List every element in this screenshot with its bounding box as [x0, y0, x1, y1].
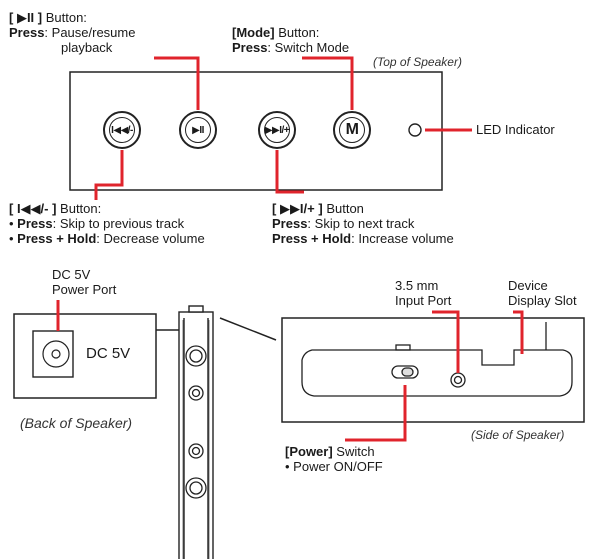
device-slot-line1: Device	[508, 278, 548, 293]
mode-press-text: : Switch Mode	[267, 40, 350, 55]
dc-port-label: DC 5V Power Port	[52, 267, 116, 297]
top-callout-lines	[94, 56, 472, 200]
device-slot-line2: Display Slot	[508, 293, 577, 308]
power-callout-bullet: • Power ON/OFF	[285, 459, 383, 474]
next-track-icon: ▶▶I/+	[264, 117, 290, 143]
dc-port-ring	[42, 340, 70, 368]
speaker-body-controls	[185, 345, 207, 499]
play-pause-button[interactable]: ▶II	[179, 111, 217, 149]
mode-button[interactable]: M	[333, 111, 371, 149]
mode-callout-title-bold: [Mode]	[232, 25, 275, 40]
play-press-text-2: playback	[61, 40, 113, 55]
prev-callout-title: Button:	[56, 201, 102, 216]
prev-press-text: : Skip to previous track	[52, 216, 185, 231]
prev-callout-icon: [ I◀◀/- ]	[9, 201, 57, 216]
mode-callout-title: Button:	[274, 25, 320, 40]
next-track-button[interactable]: ▶▶I/+	[258, 111, 296, 149]
prev-press-label: Press	[17, 216, 53, 231]
next-callout-icon: [ ▶▶I/+ ]	[272, 201, 323, 216]
mode-callout: [Mode] Button: Press: Switch Mode	[232, 25, 349, 55]
play-callout-icon: [ ▶II ]	[9, 10, 43, 25]
mode-icon: M	[339, 117, 365, 143]
top-caption: (Top of Speaker)	[373, 55, 462, 69]
power-callout: [Power] Switch • Power ON/OFF	[285, 444, 383, 474]
side-caption: (Side of Speaker)	[471, 428, 565, 442]
input-port-label: 3.5 mm Input Port	[395, 278, 451, 308]
dc-port-label-line2: Power Port	[52, 282, 117, 297]
speaker-body	[178, 305, 214, 559]
input-port-line2: Input Port	[395, 293, 452, 308]
next-hold-label: Press + Hold	[272, 231, 352, 246]
prev-bullet-2: •	[9, 231, 18, 246]
play-callout: [ ▶II ] Button: Press: Pause/resume play…	[9, 10, 135, 55]
input-port-line1: 3.5 mm	[395, 278, 439, 293]
previous-track-icon: I◀◀/-	[109, 117, 135, 143]
play-press-label: Press	[9, 25, 45, 40]
next-press-label: Press	[272, 216, 308, 231]
side-profile	[301, 322, 573, 397]
dc-panel-text: DC 5V	[86, 345, 131, 362]
previous-track-button[interactable]: I◀◀/-	[103, 111, 141, 149]
detail-connectors	[156, 317, 277, 341]
dc-port-label-line1: DC 5V	[52, 267, 91, 282]
power-callout-title: Switch	[332, 444, 375, 459]
device-slot-label: Device Display Slot	[508, 278, 577, 308]
side-callout-lines	[345, 310, 524, 442]
prev-bullet-1: •	[9, 216, 18, 231]
dc-port-pin	[51, 349, 61, 359]
power-callout-title-bold: [Power]	[285, 444, 333, 459]
prev-hold-label: Press + Hold	[17, 231, 97, 246]
next-hold-text: : Increase volume	[351, 231, 454, 246]
prev-hold-text: : Decrease volume	[96, 231, 205, 246]
play-callout-title: Button:	[42, 10, 87, 25]
play-press-text: : Pause/resume	[44, 25, 136, 40]
back-panel	[13, 313, 157, 399]
next-callout-title: Button	[322, 201, 364, 216]
back-caption: (Back of Speaker)	[20, 415, 133, 431]
side-panel	[281, 317, 585, 423]
prev-callout: [ I◀◀/- ] Button: • Press: Skip to previ…	[9, 201, 205, 246]
mode-press-label: Press	[232, 40, 268, 55]
next-press-text: : Skip to next track	[307, 216, 415, 231]
next-callout: [ ▶▶I/+ ] Button Press: Skip to next tra…	[272, 201, 454, 246]
dc-port-housing	[32, 330, 74, 378]
led-label: LED Indicator	[476, 122, 555, 137]
led-indicator-icon	[408, 123, 422, 137]
play-pause-icon: ▶II	[185, 117, 211, 143]
